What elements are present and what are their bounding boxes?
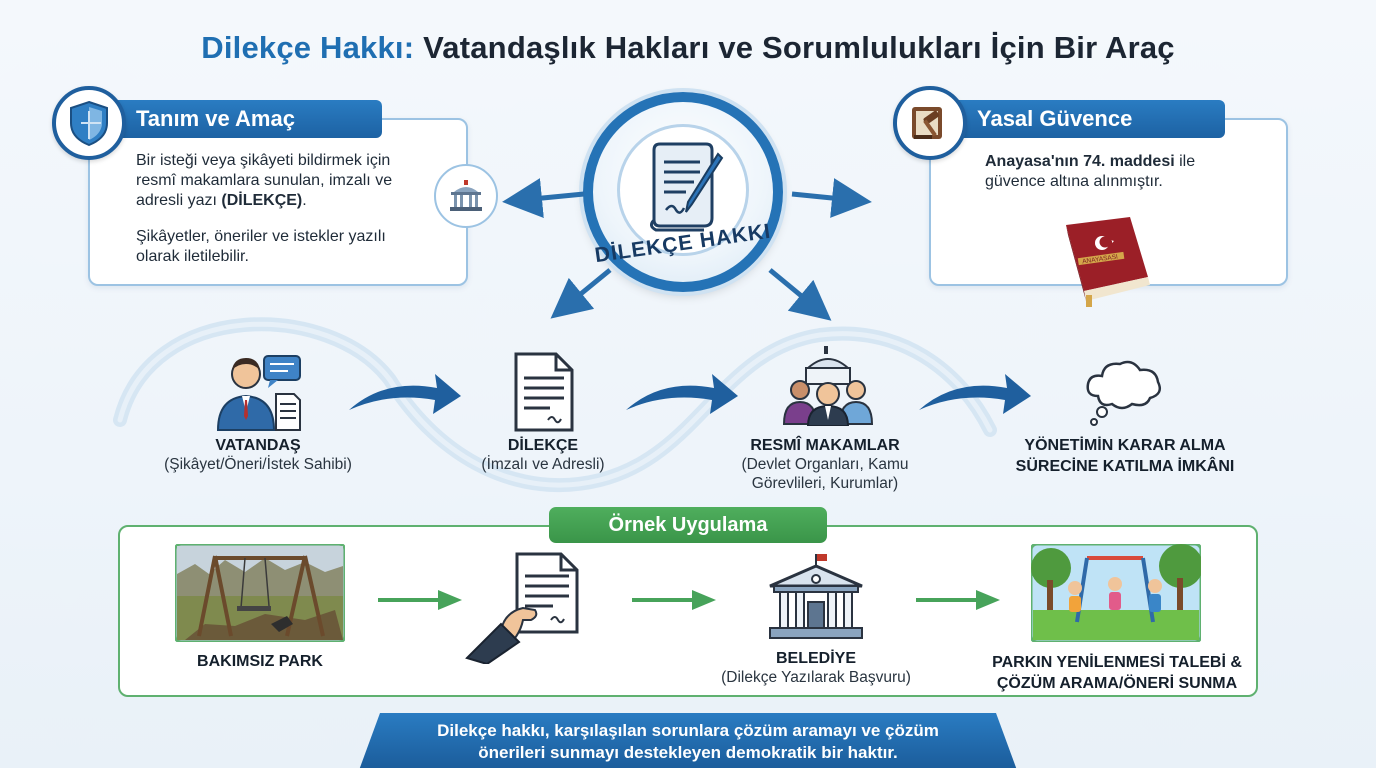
- legal-card-title: Yasal Güvence: [977, 106, 1133, 131]
- legal-line-1: Anayasa'nın 74. maddesi ile: [985, 153, 1196, 170]
- title-rest: Vatandaşlık Hakları ve Sorumlulukları İç…: [423, 30, 1175, 65]
- footer-line-1: Dilekçe hakkı, karşılaşılan sorunlara çö…: [437, 721, 939, 740]
- definition-highlight: (DİLEKÇE): [221, 192, 303, 209]
- flow-step-petition-sub: (İmzalı ve Adresli): [481, 456, 605, 473]
- flow-step-citizen-sub: (Şikâyet/Öneri/İstek Sahibi): [164, 456, 352, 473]
- arrow-to-legal: [791, 178, 872, 218]
- flow-arrow-2: [626, 374, 738, 414]
- shield-badge: [52, 86, 126, 160]
- government-building-icon: [450, 180, 482, 211]
- definition-line-4: Şikâyetler, öneriler ve istekler yazılı: [136, 228, 386, 245]
- legal-line-2: güvence altına alınmıştır.: [985, 173, 1163, 190]
- arrow-to-definition: [502, 178, 585, 218]
- flow-step-citizen-title: VATANDAŞ: [215, 437, 301, 454]
- constitution-book-icon: ANAYASASI: [1066, 217, 1150, 307]
- flow-step-participation-line-2: SÜRECİNE KATILMA İMKÂNI: [1015, 458, 1235, 475]
- footer-banner: Dilekçe hakkı, karşılaşılan sorunlara çö…: [358, 713, 1018, 768]
- municipality-building-icon: [769, 554, 863, 639]
- example-step-result: PARKIN YENİLENMESİ TALEBİ & ÇÖZÜM ARAMA/…: [972, 654, 1262, 693]
- gavel-icon: [912, 107, 942, 139]
- example-arrow-3: [916, 590, 1000, 610]
- flow-step-petition-title: DİLEKÇE: [507, 437, 579, 454]
- flow-step-participation: YÖNETİMİN KARAR ALMA SÜRECİNE KATILMA İM…: [990, 437, 1260, 476]
- example-step-municipality-sub: (Dilekçe Yazılarak Başvuru): [721, 669, 911, 686]
- footer-line-2: önerileri sunmayı destekleyen demokratik…: [478, 743, 898, 762]
- definition-card-header: Tanım ve Amaç: [90, 100, 382, 138]
- legal-article: Anayasa'nın 74. maddesi: [985, 153, 1175, 170]
- definition-text: Bir isteği veya şikâyeti bildirmek için …: [136, 151, 436, 267]
- example-step-municipality-title: BELEDİYE: [775, 650, 856, 667]
- renewed-park-image: [1031, 544, 1201, 642]
- arrow-to-flow-right: [768, 268, 832, 321]
- svg-text:ANAYASASI: ANAYASASI: [1082, 254, 1119, 266]
- gavel-badge: [893, 86, 967, 160]
- example-step-result-line-2: ÇÖZÜM ARAMA/ÖNERİ SUNMA: [996, 675, 1238, 692]
- citizen-icon: [216, 355, 301, 431]
- title-accent: Dilekçe Hakkı:: [201, 30, 415, 65]
- flow-arrow-3: [919, 374, 1031, 414]
- example-arrow-1: [378, 590, 462, 610]
- definition-line-1: Bir isteği veya şikâyeti bildirmek için: [136, 152, 391, 169]
- legal-card-header: Yasal Güvence: [931, 100, 1225, 138]
- legal-text: Anayasa'nın 74. maddesi ile güvence altı…: [985, 152, 1265, 192]
- example-step-result-line-1: PARKIN YENİLENMESİ TALEBİ &: [992, 654, 1242, 671]
- example-arrow-2: [632, 590, 716, 610]
- definition-line-3: adresli yazı (DİLEKÇE).: [136, 192, 307, 209]
- hand-document-icon: [465, 552, 579, 664]
- definition-line-2: resmî makamlara sunulan, imzalı ve: [136, 172, 393, 189]
- petition-scroll-icon: [649, 142, 724, 232]
- flow-step-officials: RESMÎ MAKAMLAR (Devlet Organları, Kamu G…: [715, 437, 935, 493]
- flow-step-officials-title: RESMÎ MAKAMLAR: [750, 437, 900, 454]
- definition-line-5: olarak iletilebilir.: [136, 248, 249, 265]
- thought-cloud-icon: [1086, 360, 1161, 426]
- petition-document-icon: [514, 352, 574, 432]
- shield-icon: [70, 100, 108, 147]
- page-title: Dilekçe Hakkı: Vatandaşlık Hakları ve So…: [0, 30, 1376, 66]
- example-step-municipality: BELEDİYE (Dilekçe Yazılarak Başvuru): [690, 650, 942, 687]
- example-tag: Örnek Uygulama: [549, 507, 827, 543]
- arrow-to-flow-left: [550, 268, 612, 319]
- officials-icon: [782, 346, 874, 426]
- flow-step-officials-sub-2: Görevlileri, Kurumlar): [751, 475, 899, 492]
- definition-card-title: Tanım ve Amaç: [136, 106, 295, 131]
- flow-step-officials-sub-1: (Devlet Organları, Kamu: [741, 456, 909, 473]
- flow-arrow-1: [349, 374, 461, 414]
- flow-step-citizen: VATANDAŞ (Şikâyet/Öneri/İstek Sahibi): [148, 437, 368, 474]
- flow-step-petition: DİLEKÇE (İmzalı ve Adresli): [448, 437, 638, 474]
- example-step-park-label: BAKIMSIZ PARK: [197, 653, 323, 670]
- government-building-badge: [434, 164, 498, 228]
- flow-step-participation-line-1: YÖNETİMİN KARAR ALMA: [1024, 437, 1226, 454]
- neglected-park-image: [175, 544, 345, 642]
